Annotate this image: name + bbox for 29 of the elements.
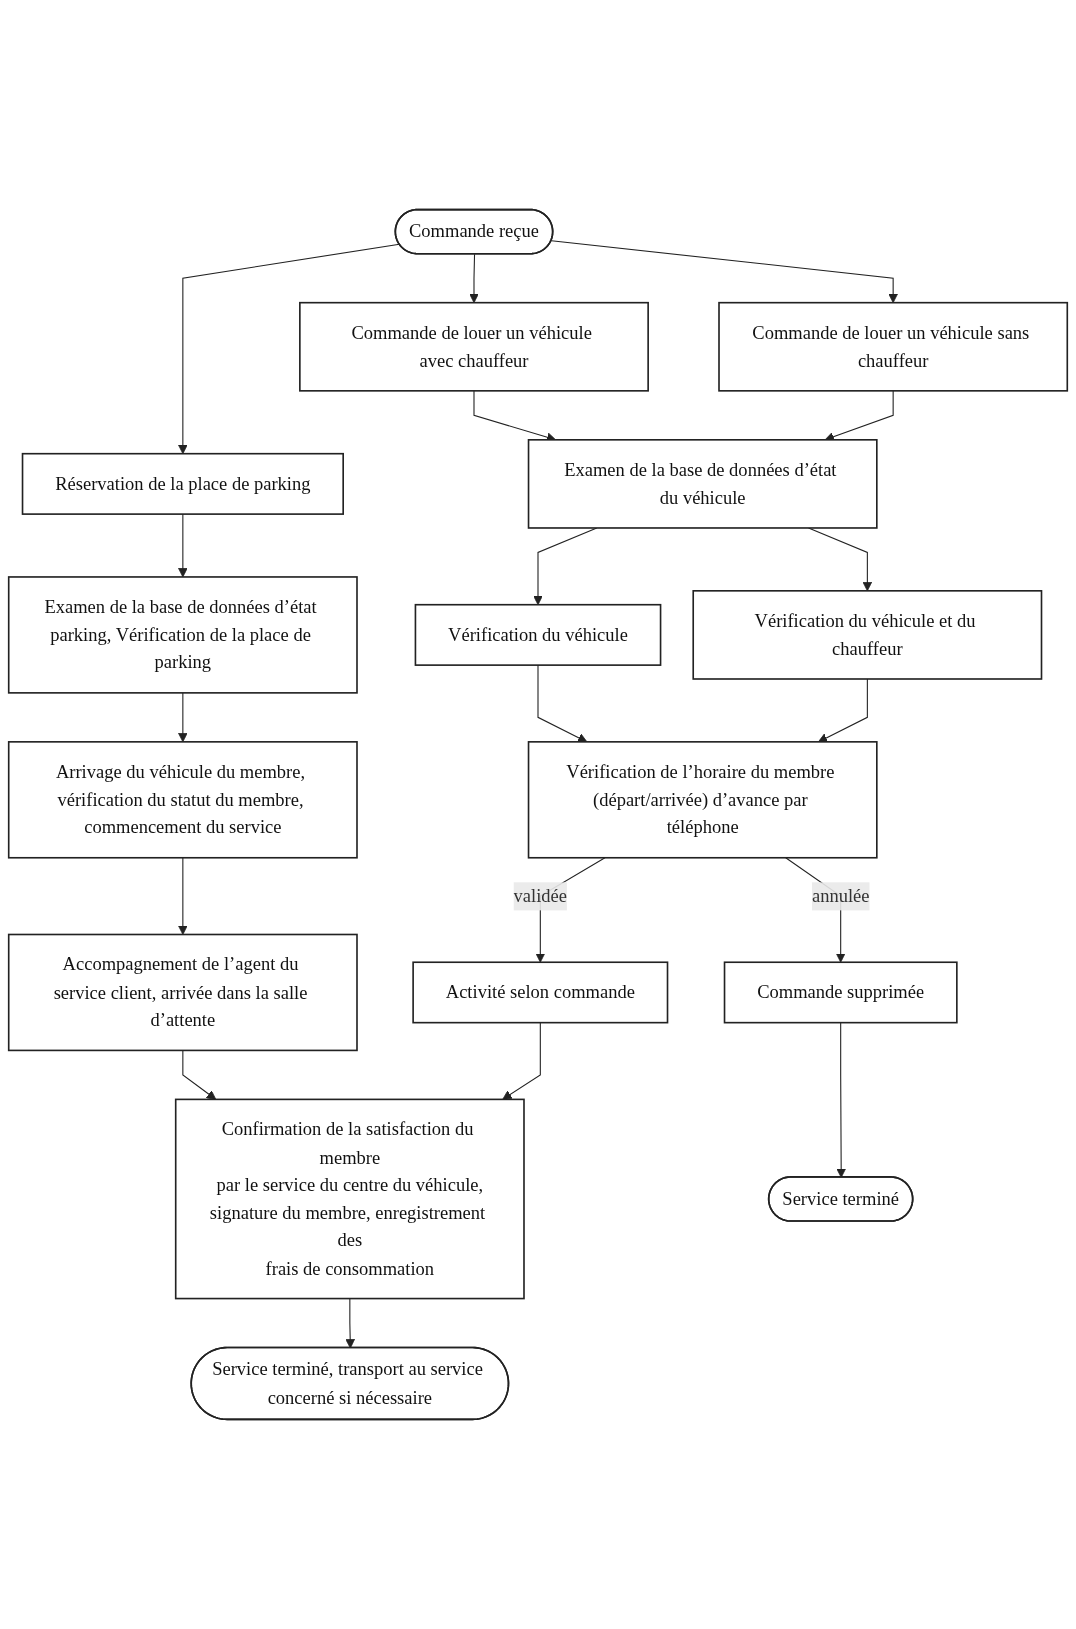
node-box: Commande de louer un véhicule avec chauffeur bbox=[299, 301, 649, 392]
arrow bbox=[808, 527, 873, 592]
node-box: Examen de la base de données d’état parking, Vérification de la place de parking bbox=[7, 576, 358, 694]
node-box: Commande supprimée bbox=[723, 961, 958, 1024]
arrow bbox=[469, 253, 479, 304]
node-box: Activité selon commande bbox=[412, 961, 669, 1024]
arrow bbox=[550, 240, 898, 304]
node-box: Réservation de la place de parking bbox=[21, 452, 344, 515]
node-box: Accompagnement de l’agent du service client, arrivée dans la salle d’attente bbox=[7, 933, 358, 1052]
arrow bbox=[537, 664, 588, 743]
edge-label: validée bbox=[513, 885, 568, 907]
arrow bbox=[182, 1049, 217, 1100]
node-box: Examen de la base de données d’état du véhicule bbox=[527, 439, 878, 529]
arrow bbox=[178, 692, 188, 743]
arrow bbox=[178, 513, 188, 578]
arrow bbox=[836, 1022, 846, 1178]
node-box: Vérification de l’horaire du membre (départ/arrivée) d’avance par téléphone bbox=[527, 741, 878, 859]
node-box: Arrivage du véhicule du membre, vérification du statut du membre, commencement du service bbox=[7, 741, 358, 859]
arrow bbox=[345, 1298, 355, 1349]
node-box: Commande de louer un véhicule sans chauffeur bbox=[718, 301, 1069, 392]
edge-label: annulée bbox=[811, 885, 870, 907]
node-box: Confirmation de la satisfaction du membre par le service du centre du véhicule, signature du membre, enregistrement des frais de consommation bbox=[174, 1098, 525, 1300]
arrow bbox=[178, 857, 188, 935]
node-box: Vérification du véhicule bbox=[414, 603, 662, 666]
arrow bbox=[818, 678, 868, 743]
arrow bbox=[502, 1022, 541, 1100]
arrow bbox=[178, 243, 400, 455]
arrow bbox=[533, 527, 598, 606]
node-box: Vérification du véhicule et du chauffeur bbox=[692, 590, 1043, 680]
